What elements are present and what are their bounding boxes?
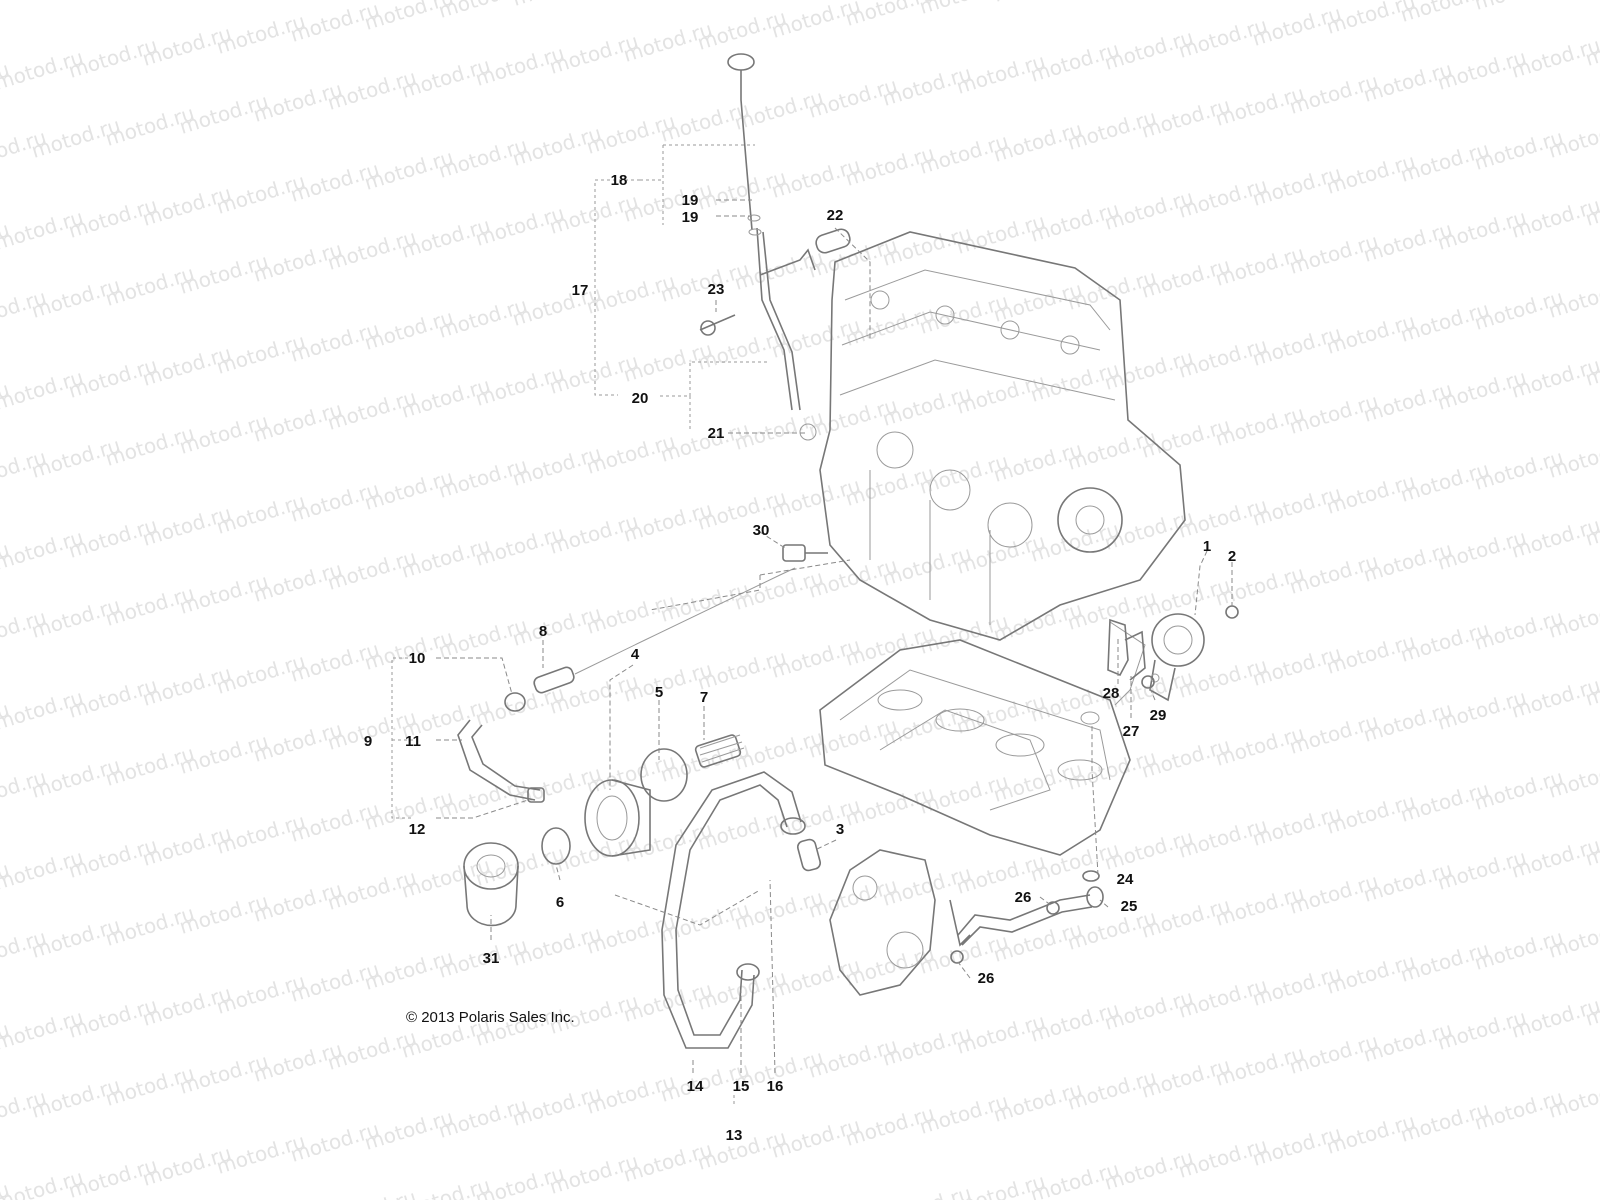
callout-19a: 19: [682, 192, 699, 209]
watermark-text: motod.ru: [1545, 753, 1600, 803]
callout-2: 2: [1228, 548, 1236, 565]
engine-block-drawing: [819, 231, 1186, 641]
coolant-pipe-drawing: [796, 838, 1104, 996]
watermark-text: motod.ru: [28, 0, 123, 3]
callout-20: 20: [632, 390, 649, 407]
watermark-text: motod.ru: [1545, 0, 1600, 3]
watermark-text: motod.ru: [1545, 113, 1600, 163]
water-pump-drawing: [1109, 605, 1239, 706]
callout-8: 8: [539, 623, 547, 640]
callout-24: 24: [1117, 871, 1134, 888]
coolant-hose-drawing: [661, 771, 806, 1049]
callout-18: 18: [611, 172, 628, 189]
callout-10: 10: [409, 650, 426, 667]
callout-19b: 19: [682, 209, 699, 226]
oil-pressure-switch-drawing: [782, 544, 828, 562]
callout-7: 7: [700, 689, 708, 706]
leader-lines: [391, 144, 1233, 1105]
callout-27: 27: [1123, 723, 1140, 740]
callout-13: 13: [726, 1127, 743, 1144]
watermark-text: motod.ru: [1545, 593, 1600, 643]
callout-6: 6: [556, 894, 564, 911]
callout-23: 23: [708, 281, 725, 298]
oil-pan-drawing: [819, 639, 1131, 856]
callout-11: 11: [405, 733, 421, 750]
callout-21: 21: [708, 425, 725, 442]
copyright-text: © 2013 Polaris Sales Inc.: [406, 1009, 575, 1026]
watermark-text: motod.ru: [990, 0, 1085, 7]
callout-26b: 26: [978, 970, 995, 987]
callout-17: 17: [572, 282, 589, 299]
callout-9: 9: [364, 733, 372, 750]
callout-1: 1: [1203, 538, 1211, 555]
callout-22: 22: [827, 207, 844, 224]
callout-29: 29: [1150, 707, 1167, 724]
callout-14: 14: [687, 1078, 704, 1095]
watermark-text: motod.ru: [1545, 913, 1600, 963]
callout-5: 5: [655, 684, 663, 701]
watermark-text: motod.ru: [1545, 433, 1600, 483]
callout-3: 3: [836, 821, 844, 838]
callout-4: 4: [631, 646, 640, 663]
watermark-text: motod.ru: [1545, 1073, 1600, 1123]
watermark-text: motod.ru: [1545, 273, 1600, 323]
callout-12: 12: [409, 821, 426, 838]
watermark-text: motod.ru: [805, 1193, 900, 1200]
callout-16: 16: [767, 1078, 784, 1095]
oil-filter-assembly-drawing: [463, 734, 745, 927]
oil-line-drawing: [457, 567, 796, 803]
callout-28: 28: [1103, 685, 1120, 702]
callout-26a: 26: [1015, 889, 1032, 906]
watermark-text: motod.ru: [509, 0, 604, 11]
watermark-text: motod.ru: [0, 0, 49, 15]
callout-labels: 1 2 3 4 5 6 7 8 9 10 11 12 13 14 15 16 1…: [364, 172, 1236, 1144]
callout-25: 25: [1121, 898, 1138, 915]
dipstick-drawing: [699, 53, 851, 441]
callout-31: 31: [483, 950, 500, 967]
callout-15: 15: [733, 1078, 750, 1095]
callout-30: 30: [753, 522, 770, 539]
bracket-drawing: [1080, 618, 1155, 725]
